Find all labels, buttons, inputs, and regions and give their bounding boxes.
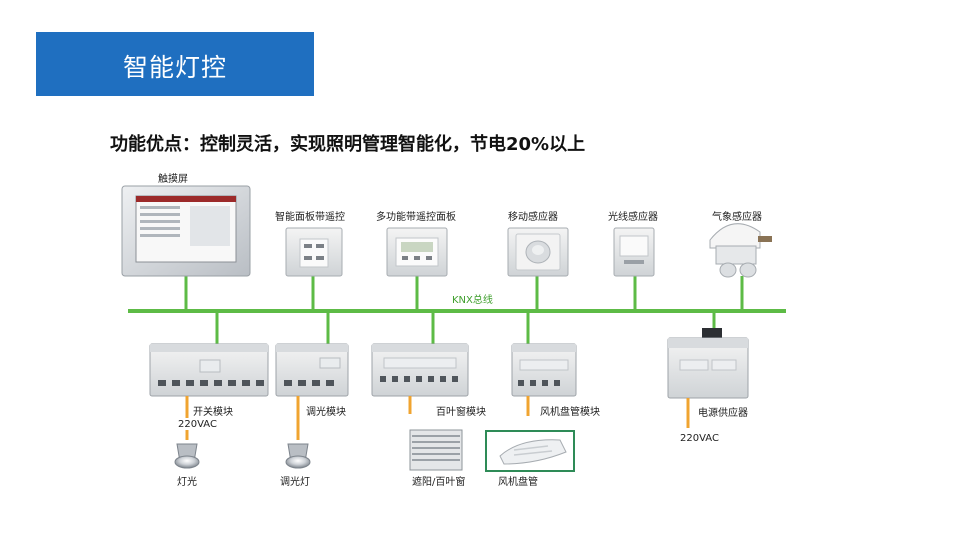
- blind-device: [409, 429, 463, 471]
- fancoil-device: [485, 430, 575, 472]
- label-power-voltage: 220VAC: [680, 433, 719, 444]
- fancoil-module-device: [511, 343, 577, 397]
- dimmable-lamp-device: [285, 443, 311, 469]
- label-dimmer-module: 调光模块: [306, 407, 346, 418]
- label-multifunction-panel: 多功能带遥控面板: [376, 212, 456, 223]
- panel-remote-device: [285, 227, 343, 277]
- label-blind: 遮阳/百叶窗: [412, 477, 466, 488]
- label-fancoil-module: 风机盘管模块: [540, 407, 600, 418]
- light-sensor-device: [613, 227, 655, 277]
- label-dimmable-lamp: 调光灯: [280, 477, 310, 488]
- title-banner: 智能灯控: [36, 32, 314, 96]
- bus-label: KNX总线: [452, 295, 493, 306]
- switch-module-device: [149, 343, 269, 397]
- motion-sensor-device: [507, 227, 569, 277]
- weather-sensor-device: [709, 223, 772, 278]
- label-fancoil: 风机盘管: [498, 477, 538, 488]
- label-panel-remote: 智能面板带遥控: [275, 212, 345, 223]
- label-motion-sensor: 移动感应器: [508, 212, 558, 223]
- power-wires: [185, 396, 690, 440]
- label-switch-module: 开关模块: [193, 407, 233, 418]
- page-title: 智能灯控: [122, 53, 227, 82]
- label-blind-module: 百叶窗模块: [436, 407, 486, 418]
- headline: 功能优点：控制灵活，实现照明管理智能化，节电20%以上: [110, 134, 586, 155]
- dimmer-module-device: [275, 343, 349, 397]
- touchscreen-device: [121, 185, 251, 277]
- label-light-sensor: 光线感应器: [608, 212, 658, 223]
- top-drop-lines: [184, 276, 744, 311]
- multifunction-panel-device: [386, 227, 448, 277]
- label-weather-sensor: 气象感应器: [712, 212, 762, 223]
- power-supply-device: [667, 328, 749, 399]
- label-lamp: 灯光: [177, 477, 197, 488]
- blind-module-device: [371, 343, 469, 397]
- label-switch-voltage: 220VAC: [178, 419, 217, 430]
- bottom-drop-lines: [215, 311, 716, 344]
- lamp-device: [174, 443, 200, 469]
- label-power-supply: 电源供应器: [698, 408, 748, 419]
- label-touchscreen: 触摸屏: [158, 174, 188, 185]
